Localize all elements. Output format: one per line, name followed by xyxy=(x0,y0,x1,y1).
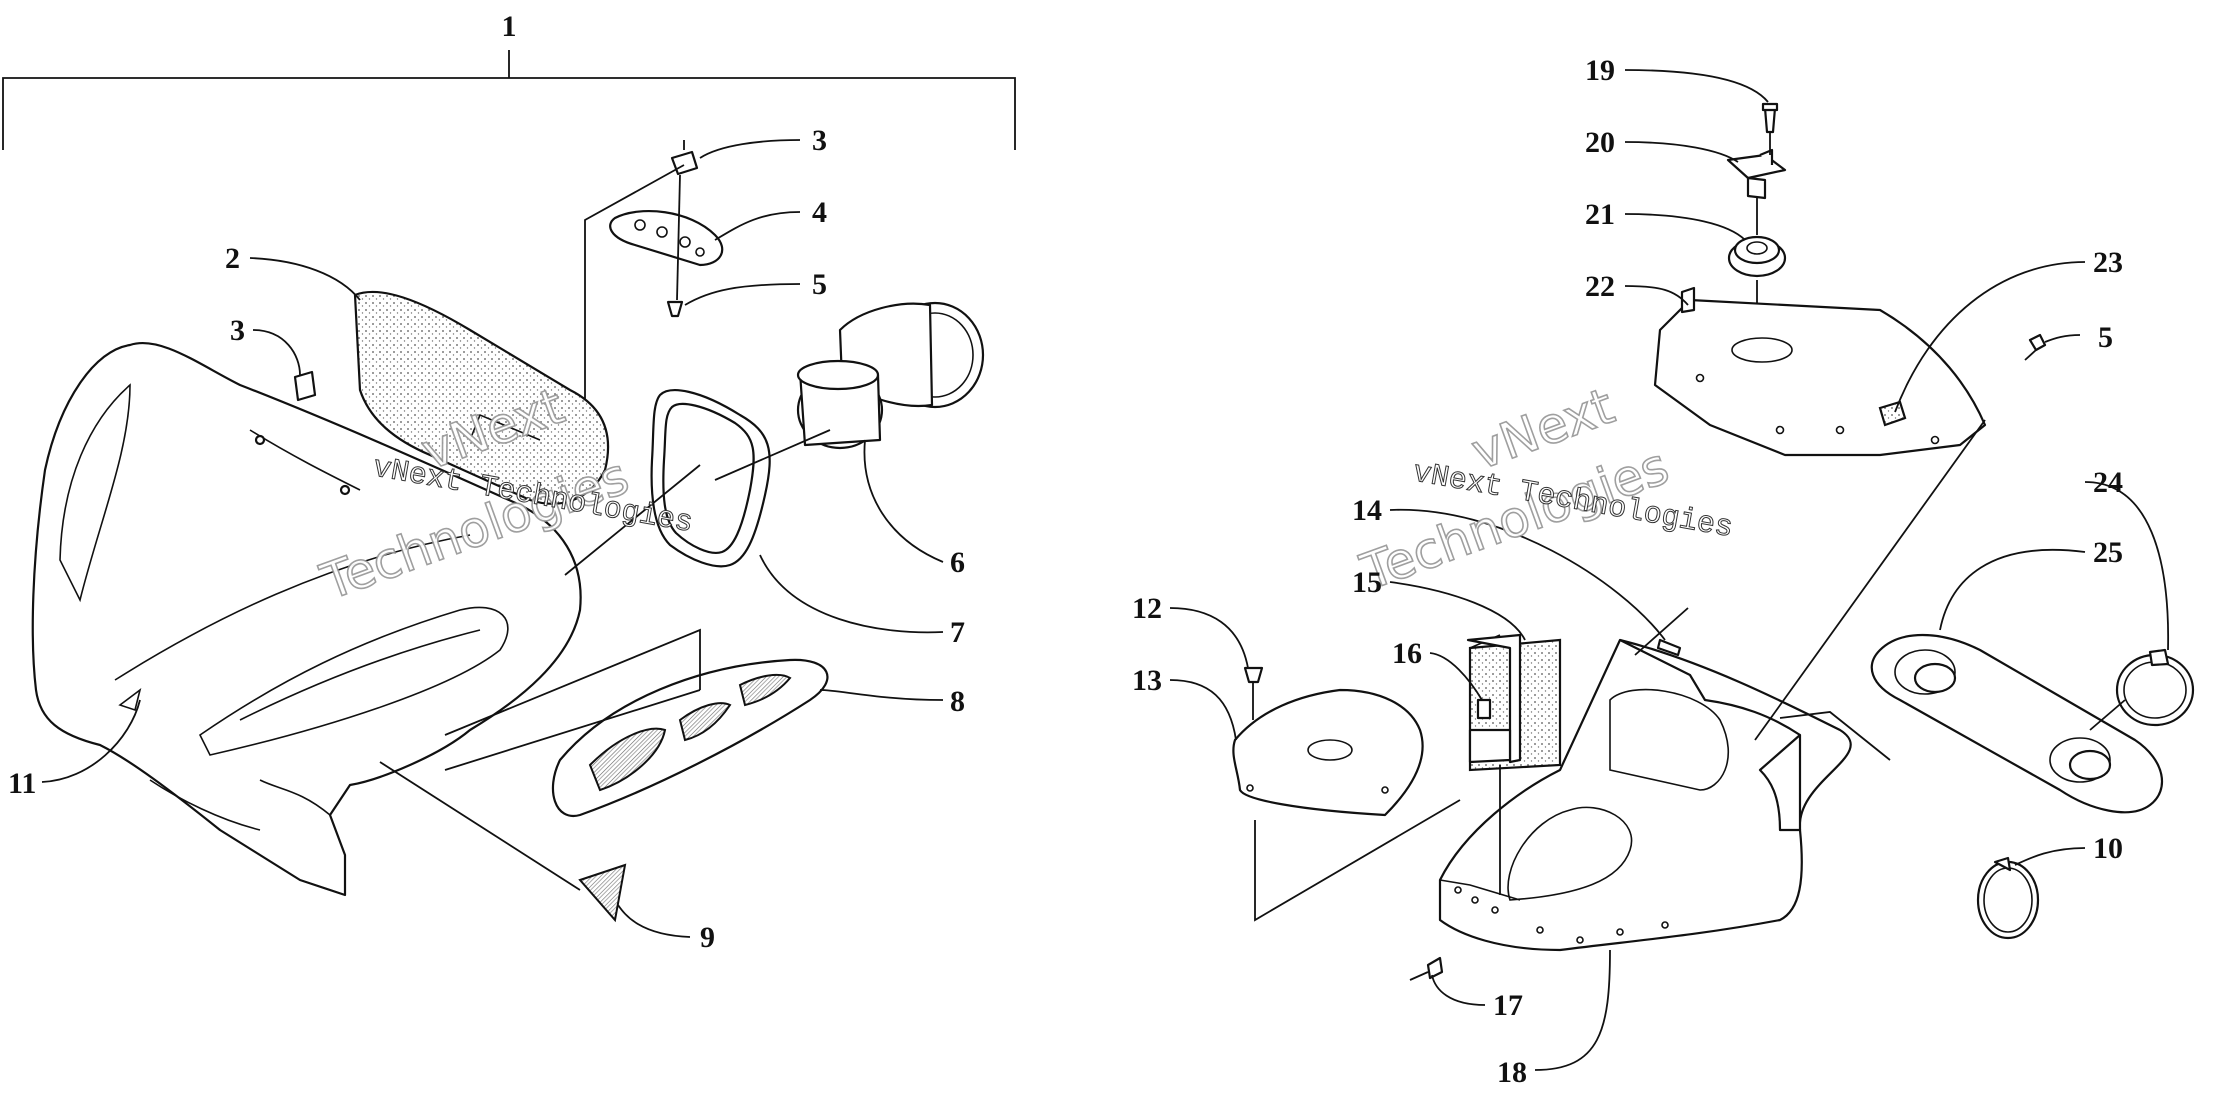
right-guide-lines xyxy=(1254,419,2126,922)
callout-10: 10 xyxy=(2093,832,2123,865)
sensor-part-20 xyxy=(1726,148,1787,200)
callout-18: 18 xyxy=(1497,1056,1527,1089)
clip-part-3 xyxy=(293,370,317,402)
callout-3-left: 3 xyxy=(230,314,245,347)
callout-21: 21 xyxy=(1585,198,1615,231)
screw-part-19 xyxy=(1761,102,1779,134)
front-panel-part-11 xyxy=(31,342,582,897)
callout-1: 1 xyxy=(502,10,517,43)
mesh-panel-part-8 xyxy=(551,658,829,818)
callout-16: 16 xyxy=(1392,637,1422,670)
callout-20: 20 xyxy=(1585,126,1615,159)
callout-6: 6 xyxy=(950,546,965,579)
callout-24: 24 xyxy=(2093,466,2123,499)
cover-plate-part-13 xyxy=(1232,688,1424,817)
mesh-triangle-part-9 xyxy=(578,863,627,923)
label-patch-part-23 xyxy=(1878,400,1907,427)
callout-8: 8 xyxy=(950,685,965,718)
intake-boot-part-6 xyxy=(796,301,985,450)
bracket-part-4 xyxy=(609,209,724,267)
right-callout-leaders xyxy=(1169,69,2170,1071)
callout-14: 14 xyxy=(1352,494,1382,527)
callout-5-left: 5 xyxy=(812,268,827,301)
screw-part-5-right xyxy=(2024,333,2047,361)
callout-22: 22 xyxy=(1585,270,1615,303)
callout-11: 11 xyxy=(8,767,36,800)
airbox-part-18 xyxy=(1438,638,1852,952)
callout-2: 2 xyxy=(225,242,240,275)
callout-3-top: 3 xyxy=(812,124,827,157)
callout-19: 19 xyxy=(1585,54,1615,87)
left-callout-leaders xyxy=(41,139,944,938)
grommet-part-21 xyxy=(1727,235,1787,278)
callout-9: 9 xyxy=(700,921,715,954)
callout-23: 23 xyxy=(2093,246,2123,279)
callout-4: 4 xyxy=(812,196,827,229)
twin-boot-part-25 xyxy=(1870,634,2164,814)
callout-15: 15 xyxy=(1352,566,1382,599)
callout-13: 13 xyxy=(1132,664,1162,697)
callout-labels: 1 2 3 3 4 5 6 7 8 9 11 19 20 21 22 23 5 … xyxy=(8,10,2123,1089)
filter-frame-part-7 xyxy=(650,389,771,568)
callout-17: 17 xyxy=(1493,989,1523,1022)
fastener-part-14 xyxy=(1656,638,1682,657)
left-guide-lines xyxy=(379,164,701,891)
callout-12: 12 xyxy=(1132,592,1162,625)
callout-25: 25 xyxy=(2093,536,2123,569)
bracket-part-16 xyxy=(1466,633,1522,764)
clamp-ring-part-10 xyxy=(1976,856,2040,940)
assembly-bracket xyxy=(2,50,1016,150)
lid-plate-part-22 xyxy=(1653,286,1987,457)
rivet-part-17 xyxy=(1409,956,1444,981)
watermark-right: Technologies vNext vNext Technologies xyxy=(1353,376,1736,602)
callout-5-right: 5 xyxy=(2098,321,2113,354)
hose-clamp-part-24 xyxy=(2115,648,2195,727)
callout-7: 7 xyxy=(950,616,965,649)
screw-part-5 xyxy=(666,300,684,318)
foam-pad-part-2 xyxy=(353,290,610,505)
screw-part-12 xyxy=(1243,666,1264,720)
